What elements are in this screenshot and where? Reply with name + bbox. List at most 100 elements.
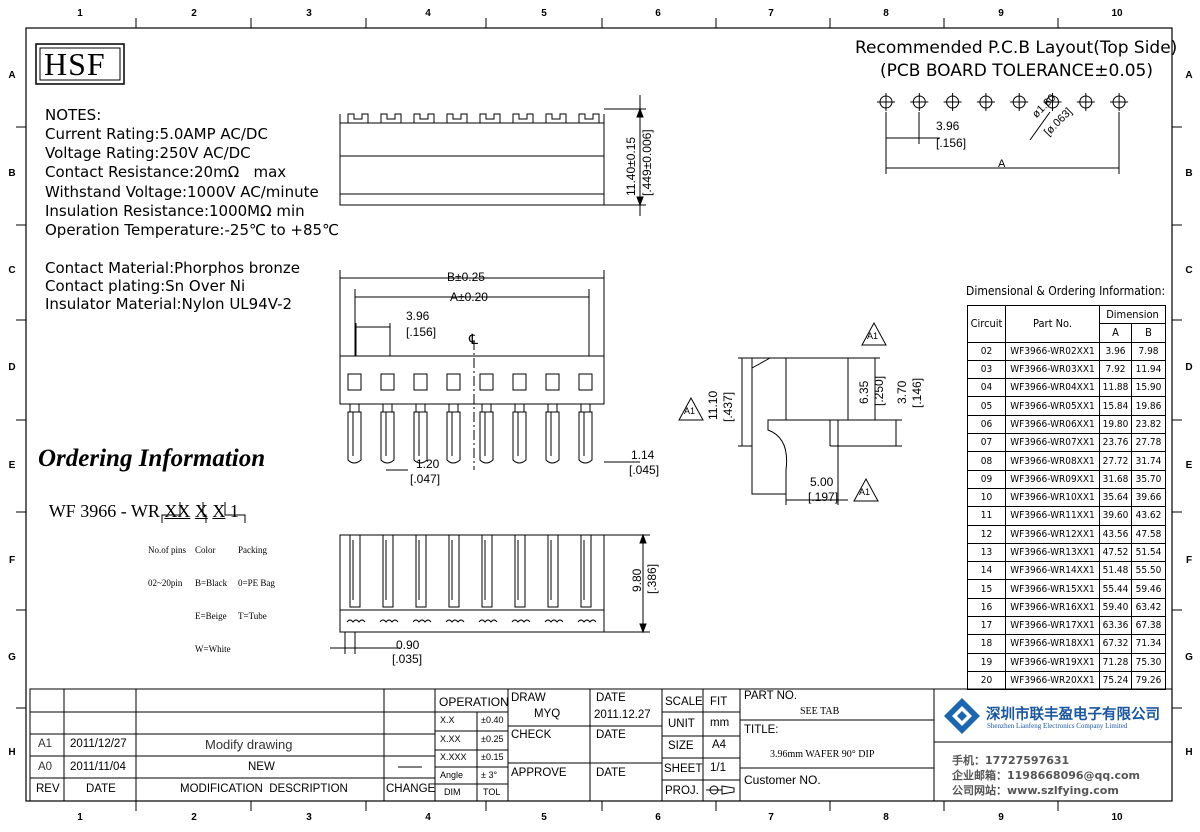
centerline-symbol: ℄ [469, 331, 478, 347]
pcb-a-label: A [998, 158, 1006, 170]
company-logo-icon [944, 698, 980, 734]
cell-b: 39.66 [1131, 487, 1166, 508]
cell-a: 43.56 [1099, 524, 1132, 544]
rev-a1: A1 [38, 738, 53, 750]
note-line: Insulation Resistance:1000MΩ min [45, 201, 305, 220]
sheet-value: 1/1 [710, 762, 726, 774]
top-view [339, 95, 646, 216]
size-label: SIZE [668, 740, 694, 752]
color-opt-white: W=White [195, 644, 231, 654]
company-name-en: Shenzhen Lianfeng Electronics Company Li… [987, 722, 1128, 730]
grid-col-5-bottom: 5 [541, 812, 547, 823]
cell-b: 47.58 [1131, 524, 1166, 544]
approve-label: APPROVE [511, 767, 567, 779]
grid-col-8-bottom: 8 [883, 812, 889, 823]
dim-pin-thick-in: [.045] [629, 463, 660, 477]
cell-circuit: 13 [967, 542, 1006, 563]
cell-a: 11.88 [1099, 378, 1132, 398]
cell-circuit: 19 [967, 652, 1006, 672]
hdr-dim: DIM [444, 787, 461, 797]
packing-opt-bag: 0=PE Bag [238, 578, 275, 588]
code-prefix: WF 3966 - WR [48, 501, 165, 521]
cell-a: 35.64 [1099, 487, 1132, 508]
cell-a: 63.36 [1099, 616, 1132, 636]
color-label: Color [195, 545, 216, 555]
cell-b: 43.62 [1131, 506, 1166, 526]
datum-label-1: A1 [867, 331, 879, 341]
cell-a: 27.72 [1099, 451, 1132, 471]
hdr-change: CHANGE [386, 783, 436, 795]
table-title: Dimensional & Ordering Information: [966, 284, 1166, 298]
pcb-title: Recommended P.C.B Layout(Top Side) [855, 38, 1178, 58]
proj-label: PROJ. [665, 785, 699, 797]
material-line: Insulator Material:Nylon UL94V-2 [45, 295, 293, 313]
grid-col-4-top: 4 [425, 8, 431, 19]
cell-a: 75.24 [1099, 670, 1132, 691]
cell-a: 39.60 [1099, 506, 1132, 526]
dim-side-a: 6.35 [857, 380, 871, 404]
th-circuit: Circuit [967, 305, 1006, 343]
cell-part: WF3966-WR09XX1 [1005, 469, 1100, 489]
hdr-tol: TOL [483, 787, 501, 797]
grid-row-H-left: H [8, 747, 16, 758]
tol-value: ±0.15 [481, 752, 504, 762]
dim-pitch-in: [.156] [406, 325, 437, 339]
cell-part: WF3966-WR13XX1 [1005, 542, 1100, 563]
cell-circuit: 18 [967, 634, 1006, 654]
color-opt-beige: E=Beige [195, 611, 227, 621]
ordering-brackets [161, 502, 246, 523]
cell-circuit: 10 [967, 487, 1006, 508]
grid-row-B-left: B [8, 168, 16, 179]
cell-part: WF3966-WR15XX1 [1005, 579, 1100, 599]
partno-value: SEE TAB [800, 706, 840, 717]
cell-circuit: 03 [967, 359, 1006, 380]
grid-row-E-right: E [1185, 460, 1193, 471]
dim-pin-width: 1.20 [416, 457, 440, 471]
cell-b: 79.26 [1131, 670, 1166, 691]
cell-part: WF3966-WR14XX1 [1005, 561, 1100, 581]
dim-gap: 0.90 [396, 638, 420, 652]
grid-col-2-top: 2 [191, 8, 197, 19]
grid-col-8-top: 8 [883, 8, 889, 19]
cell-a: 7.92 [1099, 359, 1132, 380]
cell-part: WF3966-WR12XX1 [1005, 524, 1100, 544]
cell-a: 3.96 [1099, 341, 1132, 361]
grid-col-3-bottom: 3 [306, 812, 312, 823]
packing-legend: Packing 0=PE Bag T=Tube [238, 523, 275, 633]
cell-part: WF3966-WR18XX1 [1005, 634, 1100, 654]
notes-title: NOTES: [45, 106, 102, 124]
cell-b: 67.38 [1131, 616, 1166, 636]
dim-side-b-in: [.146] [910, 377, 924, 408]
cell-part: WF3966-WR17XX1 [1005, 616, 1100, 636]
cell-part: WF3966-WR16XX1 [1005, 597, 1100, 618]
dim-gap-in: [.035] [392, 652, 423, 666]
date-value: 2011.12.27 [594, 709, 651, 721]
date-label-3: DATE [596, 767, 626, 779]
material-line: Contact plating:Sn Over Ni [45, 277, 246, 295]
tol-value: ±0.40 [481, 715, 504, 725]
grid-col-4-bottom: 4 [425, 812, 431, 823]
cell-b: 35.70 [1131, 469, 1166, 489]
grid-col-2-bottom: 2 [191, 812, 197, 823]
tol-value: ±0.25 [481, 734, 504, 744]
projection-symbol-icon [706, 785, 735, 795]
cell-circuit: 04 [967, 378, 1006, 398]
side-view [678, 321, 902, 505]
tol-dim: X.XXX [440, 752, 467, 762]
unit-value: mm [710, 717, 730, 729]
dim-side-a-in: [.250] [872, 375, 886, 406]
draw-label: DRAW [511, 692, 546, 704]
desc-a0: NEW [248, 761, 275, 773]
grid-row-F-right: F [1185, 555, 1193, 566]
cell-part: WF3966-WR08XX1 [1005, 451, 1100, 471]
front-view [339, 270, 640, 471]
cell-b: 23.82 [1131, 414, 1166, 435]
cell-part: WF3966-WR11XX1 [1005, 506, 1100, 526]
